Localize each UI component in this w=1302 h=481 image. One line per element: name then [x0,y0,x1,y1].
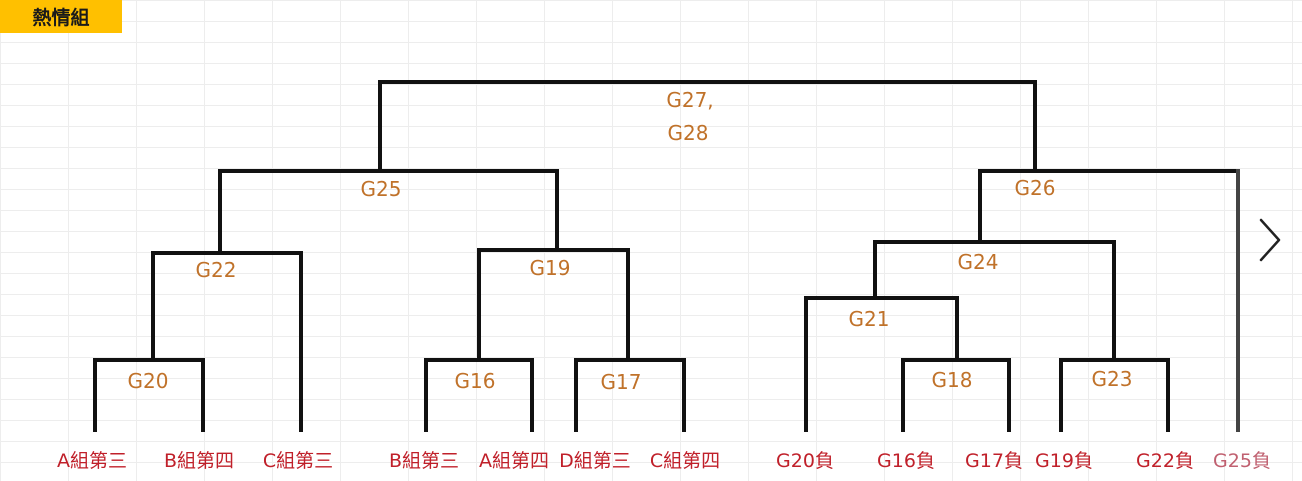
team-label-g19-loser: G19負 [1035,450,1093,472]
game-label-g19: G19 [529,256,571,280]
bracket-title: 熱情組 [0,0,122,33]
team-label-g20-loser: G20負 [776,450,834,472]
bracket-g21 [804,296,959,432]
team-label-b3: B組第三 [388,450,460,472]
team-label-g25-loser: G25負 [1213,450,1271,472]
game-label-final-2: G28 [667,121,709,145]
bracket-g22 [151,251,303,432]
game-label-g26: G26 [1014,176,1056,200]
game-label-g20: G20 [127,369,169,393]
game-label-g22: G22 [195,258,237,282]
team-label-a4: A組第四 [479,450,549,472]
game-label-g24: G24 [957,250,999,274]
game-label-g25: G25 [360,177,402,201]
team-label-d3: D組第三 [559,450,631,472]
game-label-g23: G23 [1091,367,1133,391]
bracket-g24 [873,240,1116,362]
game-label-g16: G16 [454,369,496,393]
team-label-c4: C組第四 [649,450,721,472]
team-label-c3: C組第三 [262,450,334,472]
team-label-b4: B組第四 [163,450,235,472]
bracket-g20 [93,358,205,432]
game-label-final-1: G27, [666,88,714,112]
bracket-g25 [218,169,559,255]
bracket-g26-left [978,169,1240,244]
chevron-right-icon[interactable] [1255,216,1285,264]
team-label-g16-loser: G16負 [877,450,935,472]
bracket-g19 [477,248,630,362]
game-label-g17: G17 [600,370,642,394]
bracket-final [378,80,1037,173]
team-label-g22-loser: G22負 [1136,450,1194,472]
game-label-g18: G18 [931,368,973,392]
team-label-g17-loser: G17負 [965,450,1023,472]
game-label-g21: G21 [848,307,890,331]
team-label-a3: A組第三 [57,450,127,472]
